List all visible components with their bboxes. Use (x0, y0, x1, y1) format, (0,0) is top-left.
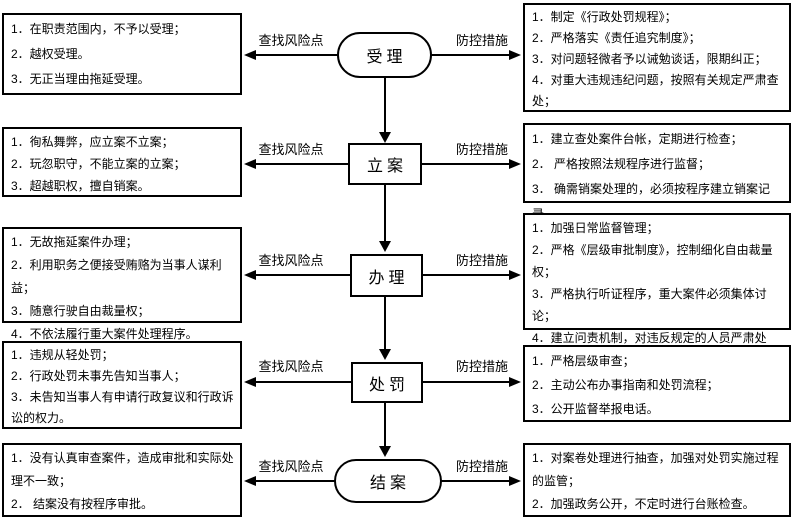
risks-box-handle: 1．无故拖延案件办理； 2．利用职务之便接受贿赂为当事人谋利益； 3．随意行驶自… (2, 227, 242, 341)
measures-box-accept: 1．制定《行政处罚规程》； 2．严格落实《责任追究制度》； 3．对问题轻微者予以… (523, 3, 791, 112)
measure-label-row4: 防控措施 (455, 359, 508, 374)
measures-box-penalty: 1．严格层级审查； 2．主动公布办事指南和处罚流程； 3．公开监督举报电话。 (523, 345, 791, 422)
stage-penalty: 处罚 (351, 362, 423, 403)
left-arrow-row4 (244, 377, 353, 387)
stage-file: 立案 (348, 143, 422, 185)
right-arrow-row5 (440, 476, 521, 486)
right-arrow-row4 (421, 377, 521, 387)
risks-box-accept: 1．在职责范围内，不予以受理； 2．越权受理。 3．无正当理由拖延受理。 (2, 13, 242, 95)
risk-label-row5: 查找风险点 (258, 459, 324, 474)
risks-box-file: 1．徇私舞弊，应立案不立案； 2．玩忽职守，不能立案的立案； 3．超越职权，擅自… (2, 127, 242, 197)
risks-box-close: 1．没有认真审查案件，造成审批和实际处理不一致； 2． 结案没有按程序审批。 (2, 443, 242, 517)
right-arrow-row1 (430, 50, 521, 60)
left-arrow-row2 (244, 159, 350, 169)
measure-label-row3: 防控措施 (455, 253, 508, 268)
measures-box-handle: 1．加强日常监督管理； 2．严格《层级审批制度》，控制细化自由裁量权； 3．严格… (523, 213, 791, 367)
right-arrow-row2 (420, 159, 521, 169)
stage-handle: 办理 (350, 254, 423, 297)
risk-label-row4: 查找风险点 (258, 359, 324, 374)
left-arrow-row5 (244, 476, 336, 486)
risks-box-penalty: 1．违规从轻处罚； 2．行政处罚未事先告知当事人； 3．未告知当事人有申请行政复… (2, 341, 242, 429)
measure-label-row5: 防控措施 (455, 459, 508, 474)
measures-box-file: 1．建立查处案件台帐，定期进行检查； 2． 严格按照法规程序进行监督； 3． 确… (523, 123, 791, 221)
down-arrow-file-to-handle (379, 184, 391, 252)
down-arrow-handle-to-penalty (379, 296, 391, 360)
risk-label-row1: 查找风险点 (258, 33, 324, 48)
stage-accept: 受理 (337, 32, 432, 78)
measures-box-close: 1．对案卷处理进行抽查，加强对处罚实施过程的监管； 2．加强政务公开，不定时进行… (523, 443, 791, 517)
down-arrow-accept-to-file (379, 77, 391, 143)
left-arrow-row1 (244, 50, 340, 60)
stage-close: 结案 (334, 459, 442, 503)
measure-label-row1: 防控措施 (455, 33, 508, 48)
left-arrow-row3 (244, 270, 352, 280)
measure-label-row2: 防控措施 (455, 142, 508, 157)
risk-label-row2: 查找风险点 (258, 142, 324, 157)
down-arrow-penalty-to-close (379, 402, 391, 457)
risk-label-row3: 查找风险点 (258, 253, 324, 268)
right-arrow-row3 (421, 270, 521, 280)
